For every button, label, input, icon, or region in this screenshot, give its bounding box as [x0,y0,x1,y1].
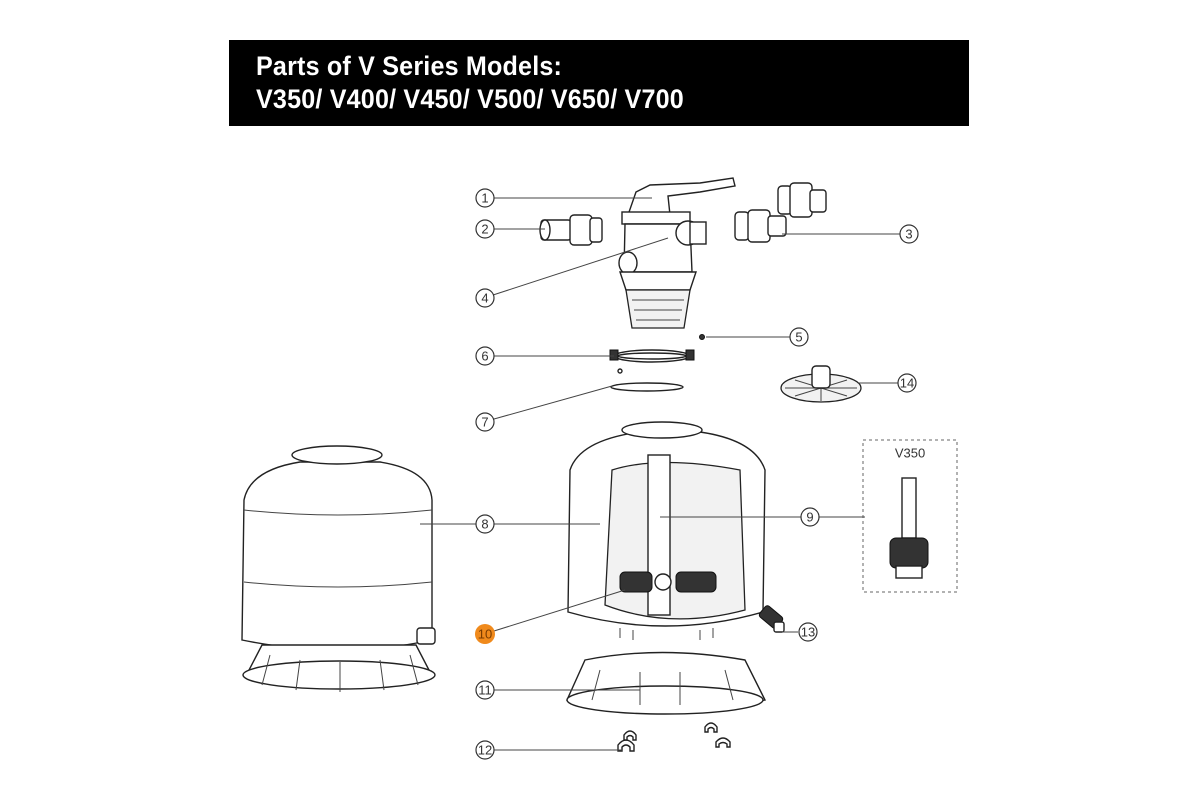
assembled-tank [241,445,436,692]
callout-1: 1 [475,188,495,208]
svg-text:13: 13 [801,625,815,640]
callout-5: 5 [789,327,809,347]
title-line-2: V350/ V400/ V450/ V500/ V650/ V700 [256,84,684,114]
svg-text:8: 8 [481,517,488,532]
clamp-screw [617,368,623,374]
callout-6: 6 [475,346,495,366]
base-clips [617,722,731,752]
title-banner: Parts of V Series Models: V350/ V400/ V4… [229,40,969,126]
svg-text:5: 5 [795,330,802,345]
svg-text:4: 4 [481,291,488,306]
svg-text:2: 2 [481,222,488,237]
svg-text:1: 1 [481,191,488,206]
union-connectors-right [734,182,827,243]
callout-2: 2 [475,219,495,239]
callout-8: 8 [475,514,495,534]
callout-3: 3 [899,224,919,244]
leader-lines [420,197,900,751]
diffuser-part [780,365,862,403]
svg-text:12: 12 [478,743,492,758]
callout-12: 12 [475,740,495,760]
inset-label: V350 [895,446,925,461]
tank-base [565,651,767,715]
svg-text:6: 6 [481,349,488,364]
v350-inset: V350 [862,439,958,593]
drain-plug [758,605,785,633]
callout-9: 9 [800,507,820,527]
multiport-valve [618,177,736,329]
title-line-1: Parts of V Series Models: [256,51,563,81]
svg-text:7: 7 [481,415,488,430]
callout-10-highlighted: 10 [475,624,495,644]
svg-text:3: 3 [905,227,912,242]
svg-text:11: 11 [478,683,492,698]
screw-part [699,334,705,340]
union-connector-left [539,214,603,246]
callout-7: 7 [475,412,495,432]
callout-11: 11 [475,680,495,700]
clamp-ring [609,349,695,363]
callout-13: 13 [798,622,818,642]
svg-text:9: 9 [806,510,813,525]
svg-text:14: 14 [900,376,914,391]
svg-text:10: 10 [478,627,492,642]
o-ring [610,382,684,392]
callout-14: 14 [897,373,917,393]
callout-4: 4 [475,288,495,308]
filter-tank-cutaway [567,421,766,640]
